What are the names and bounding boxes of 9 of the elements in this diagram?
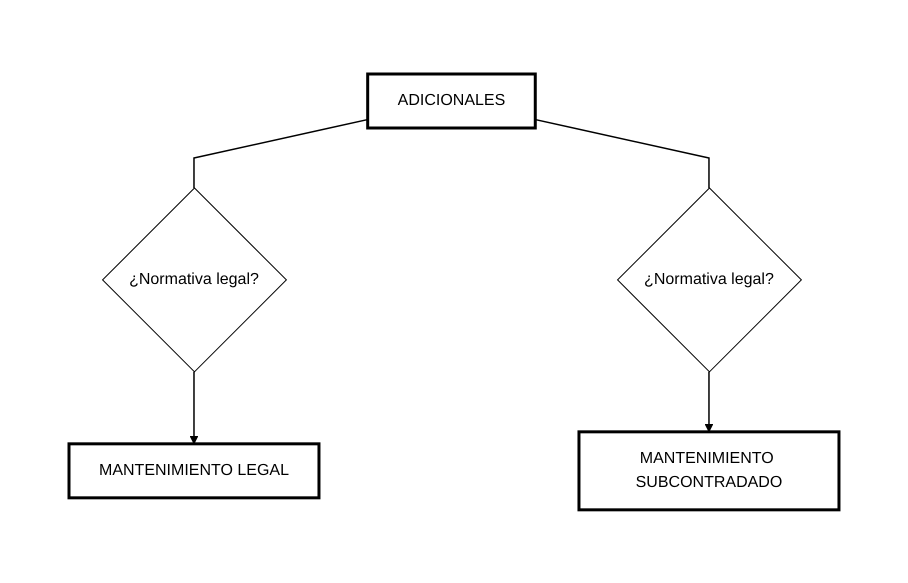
node-diamond: ¿Normativa legal? <box>616 186 802 372</box>
node-box: MANTENIMIENTO SUBCONTRADADO <box>577 430 840 511</box>
node-box: ADICIONALES <box>366 72 537 130</box>
node-box: MANTENIMIENTO LEGAL <box>68 442 320 499</box>
node-diamond: ¿Normativa legal? <box>102 186 288 372</box>
arrow <box>190 371 198 444</box>
arrow <box>704 371 714 432</box>
connector <box>535 118 710 188</box>
connector <box>193 118 368 188</box>
